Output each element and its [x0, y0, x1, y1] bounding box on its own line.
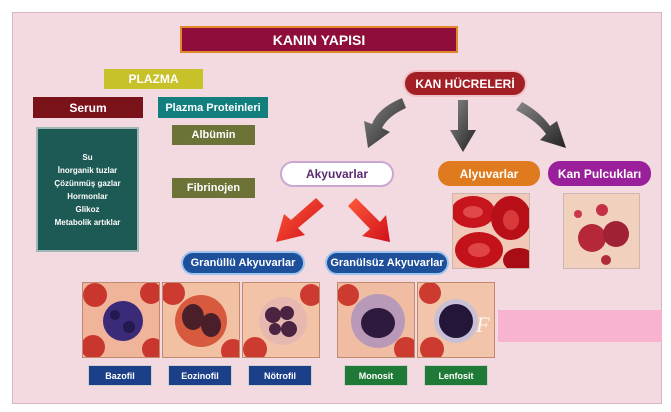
monocyte-image [337, 282, 415, 358]
erythrocytes-node: Alyuvarlar [438, 161, 540, 186]
leukocytes-node: Akyuvarlar [280, 161, 394, 187]
serum-item: İnorganik tuzlar [57, 165, 118, 175]
basophil-illustration [83, 283, 159, 357]
neutrophil-illustration [243, 284, 319, 357]
serum-contents-list: Su İnorganik tuzlar Çözünmüş gazlar Horm… [36, 127, 139, 252]
label-monosit: Monosit [344, 365, 408, 386]
arrow-to-kan-pulcuklari [516, 102, 566, 148]
lymphocyte-image [417, 282, 495, 358]
label-eozinofil: Eozinofil [168, 365, 232, 386]
basophil-image [82, 282, 160, 358]
agranular-leukocytes-node: Granülsüz Akyuvarlar [325, 251, 449, 275]
label-bazofil: Bazofil [88, 365, 152, 386]
platelets-node: Kan Pulcukları [548, 161, 651, 186]
fibrinogen-node: Fibrinojen [172, 178, 255, 198]
serum-item: Çözünmüş gazlar [54, 178, 121, 188]
serum-item: Hormonlar [67, 191, 108, 201]
serum-node: Serum [33, 97, 143, 118]
watermark-fragment: F [476, 312, 490, 337]
label-lenfosit: Lenfosit [424, 365, 488, 386]
arrow-to-granulsuz [348, 198, 390, 242]
eosinophil-illustration [163, 283, 239, 357]
albumin-node: Albümin [172, 125, 255, 145]
lymphocyte-illustration [419, 283, 478, 357]
serum-item: Metabolik artıklar [54, 217, 121, 227]
plasma-proteins-node: Plazma Proteinleri [158, 97, 268, 118]
monocyte-illustration [338, 284, 414, 357]
erythrocytes-image [452, 193, 530, 269]
plasma-node: PLAZMA [104, 69, 203, 89]
granular-leukocytes-node: Granüllü Akyuvarlar [181, 251, 305, 275]
arrow-to-alyuvarlar [450, 100, 476, 152]
serum-item: Glikoz [75, 204, 100, 214]
platelets-illustration [574, 204, 629, 265]
blood-cells-node: KAN HÜCRELERİ [403, 70, 527, 97]
pink-overlay-bar [498, 310, 662, 342]
erythrocytes-illustration [453, 196, 529, 268]
serum-item: Su [82, 152, 93, 162]
arrow-to-akyuvarlar [364, 98, 406, 148]
eosinophil-image [162, 282, 240, 358]
arrow-to-granullu [276, 198, 324, 242]
neutrophil-image [242, 282, 320, 358]
page-title: KANIN YAPISI [180, 26, 458, 53]
platelets-image [563, 193, 640, 269]
label-notrofil: Nötrofil [248, 365, 312, 386]
